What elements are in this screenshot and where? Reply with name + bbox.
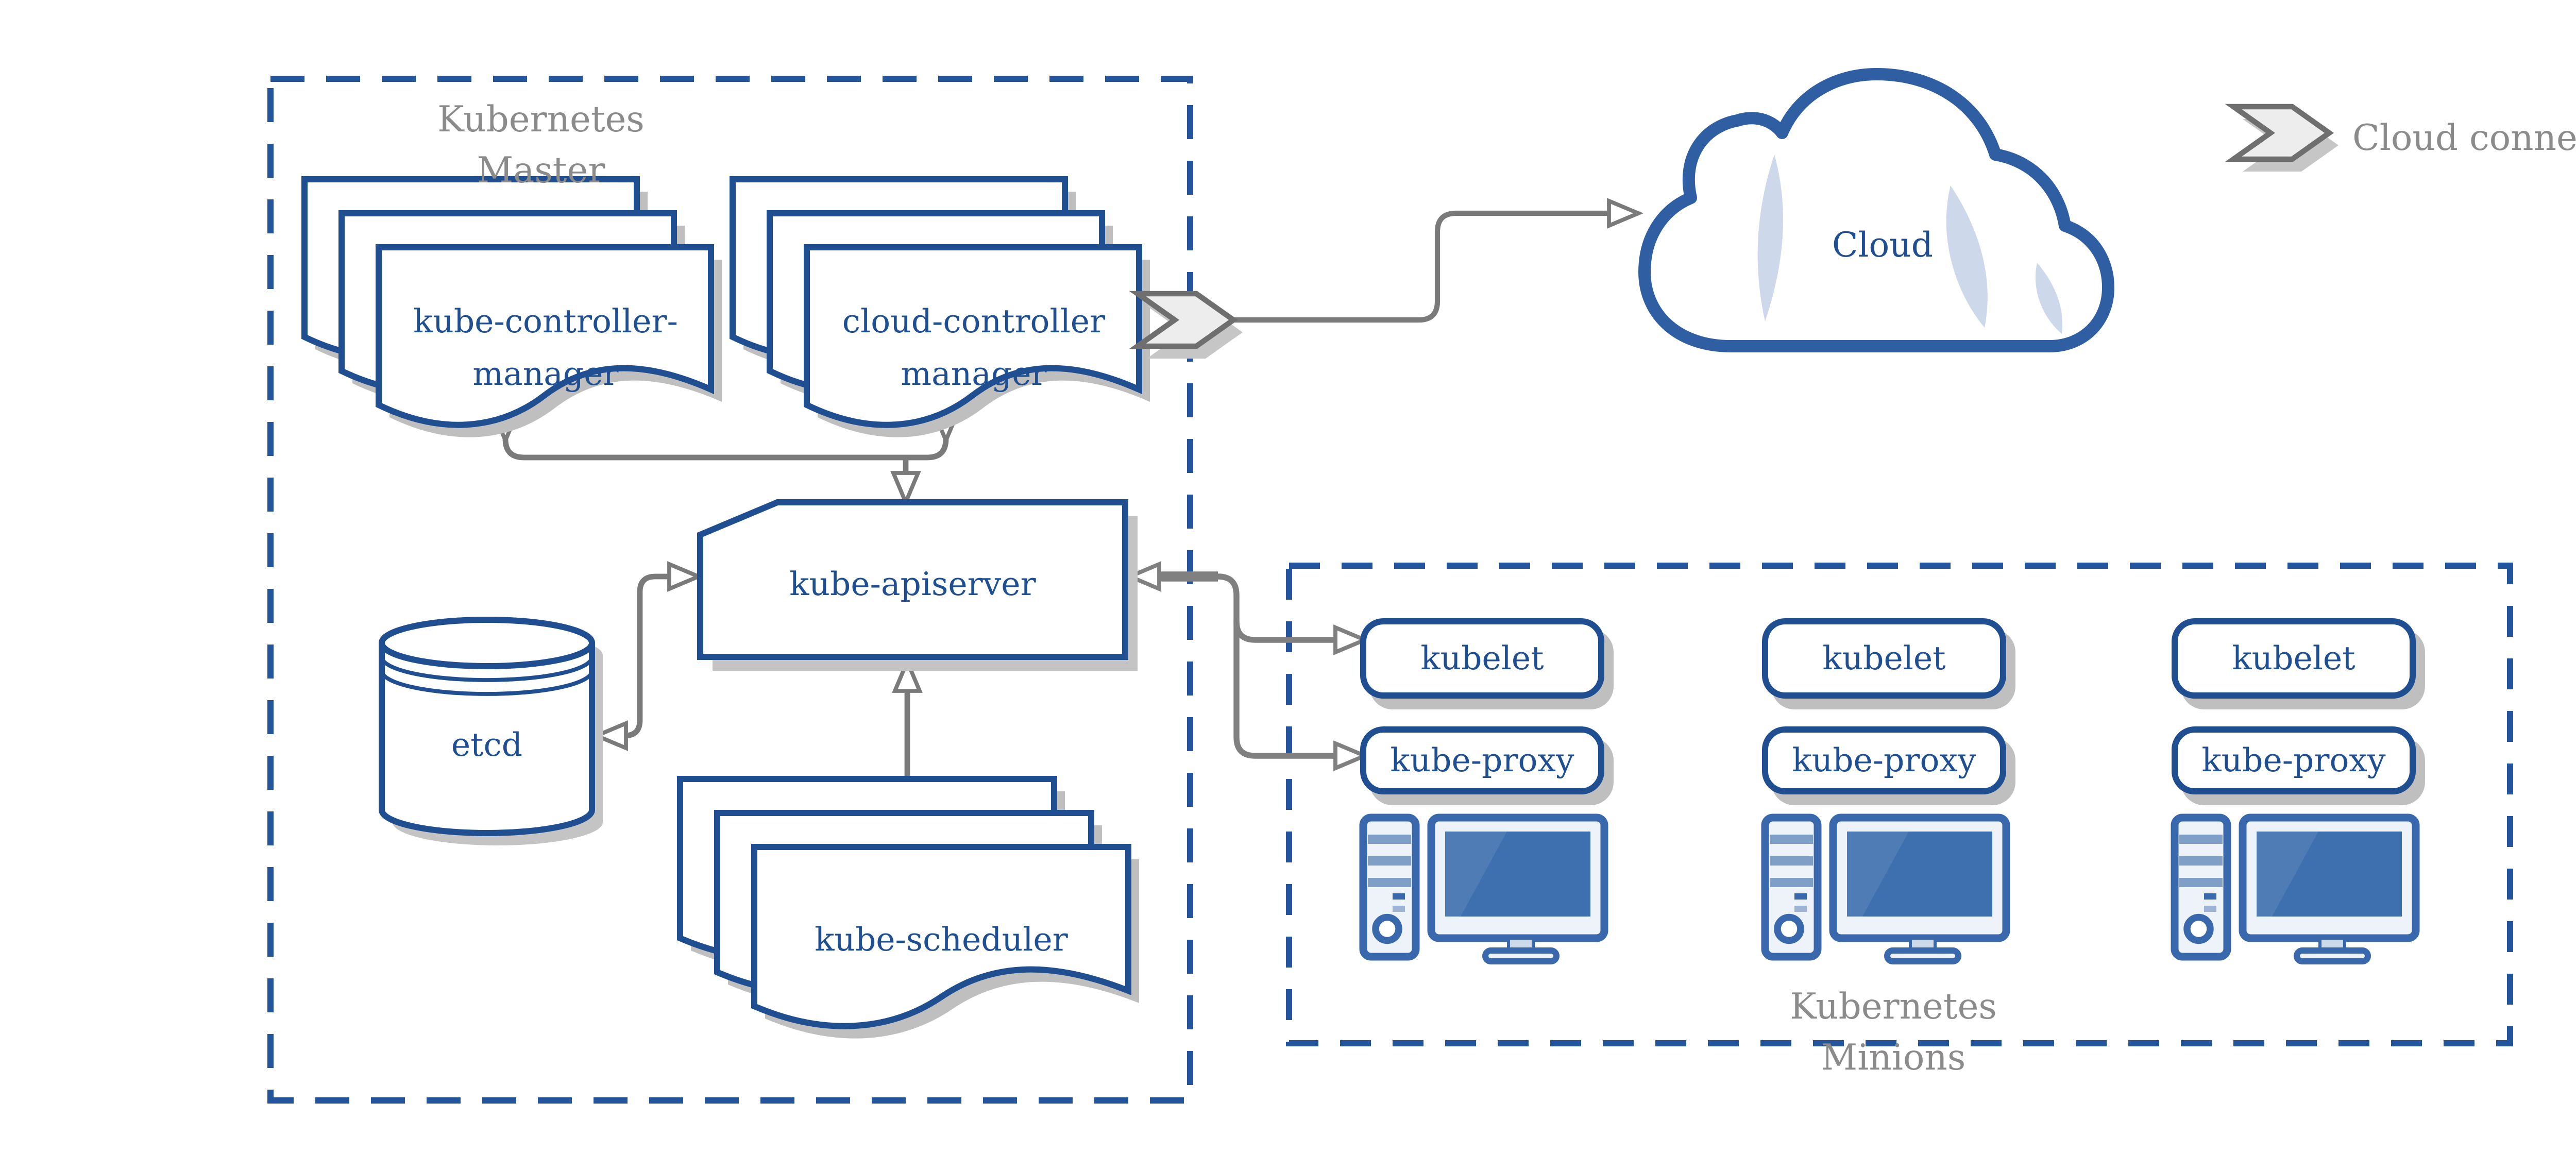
minions-group-title: Kubernetes Minions	[1790, 988, 1997, 1078]
master-group-title: Kubernetes Master	[437, 100, 645, 191]
node-label-kube-controller-manager: kube-controller-manager	[413, 303, 678, 392]
arrow-apiserver-etcd	[591, 561, 704, 751]
cloud-icon	[1638, 68, 2114, 352]
arrow-controller-cloud	[1233, 198, 1644, 323]
cloud-connector-icon	[1138, 294, 1243, 359]
master-boundary	[267, 76, 1193, 1104]
node-label-kube-apiserver: kube-apiserver	[789, 566, 1036, 603]
arrow-apiserver-minions	[1124, 561, 1370, 771]
node-kubelet-3: kubelet	[2172, 618, 2416, 699]
node-kube-proxy-1: kube-proxy	[1360, 726, 1604, 794]
computer-icon-2	[1765, 818, 2006, 961]
node-kube-proxy-3: kube-proxy	[2172, 726, 2416, 794]
minions-boundary	[1286, 563, 2513, 1046]
legend-cloud-connector-icon	[2233, 107, 2338, 172]
apiserver-card	[697, 499, 1138, 671]
node-kubelet-1: kubelet	[1360, 618, 1604, 699]
etcd-cylinder-icon	[379, 617, 603, 845]
stack-kube-scheduler	[680, 779, 1139, 1039]
computer-icon-1	[1363, 818, 1604, 961]
node-kube-proxy-2: kube-proxy	[1762, 726, 2006, 794]
node-label-kube-scheduler: kube-scheduler	[815, 921, 1068, 958]
computer-icon-3	[2175, 818, 2416, 961]
node-kubelet-2: kubelet	[1762, 618, 2006, 699]
cloud-label: Cloud	[1832, 227, 1934, 266]
node-label-etcd: etcd	[451, 726, 523, 764]
node-label-cloud-controller-manager: cloud-controller manager	[842, 303, 1106, 392]
legend-label: Cloud connector	[2352, 119, 2576, 159]
